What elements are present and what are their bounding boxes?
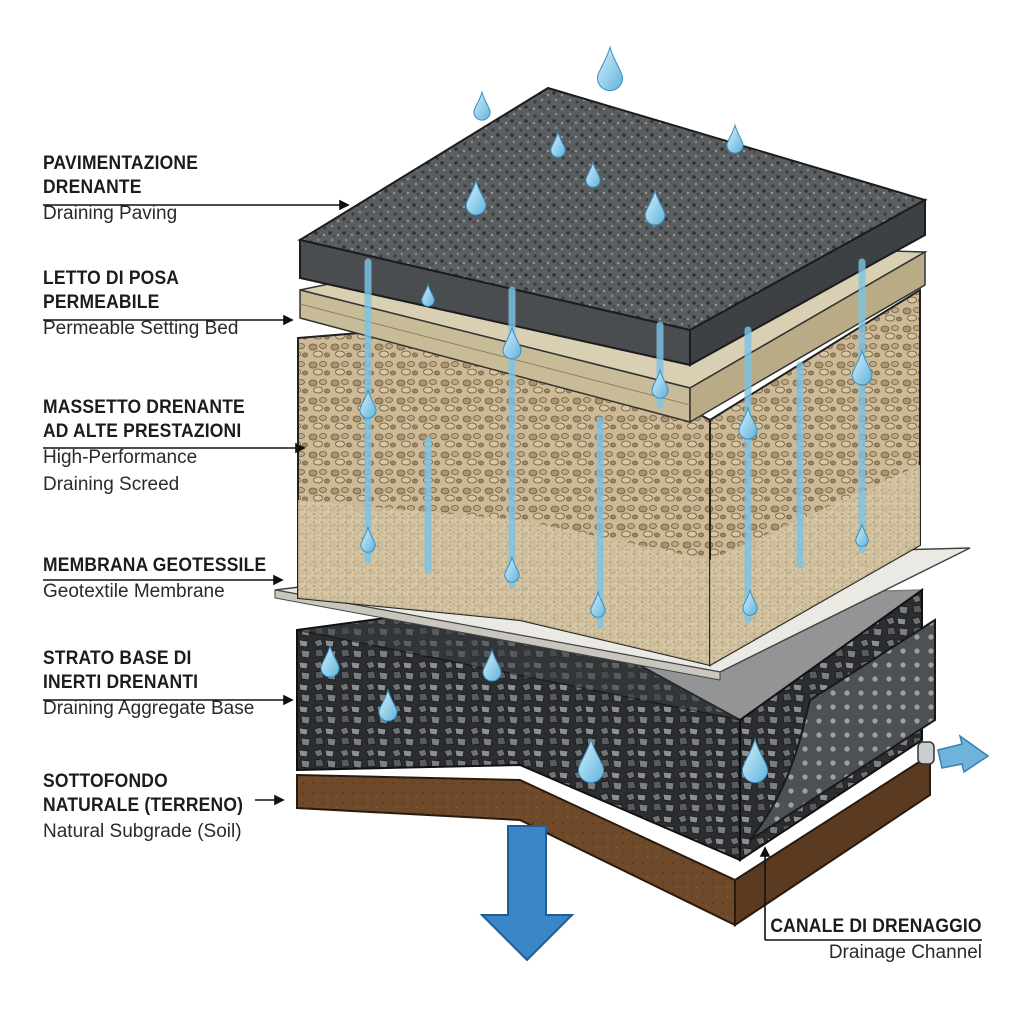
- water-drop-icon: [577, 737, 605, 784]
- water-drop-icon: [359, 388, 377, 419]
- label-subgrade: SOTTOFONDO NATURALE (TERRENO) Natural Su…: [43, 770, 261, 845]
- outlet-arrow: [937, 734, 990, 774]
- label-membrane-it-1: MEMBRANA GEOTESSILE: [43, 555, 267, 576]
- label-screed-it-1: MASSETTO DRENANTE: [43, 397, 245, 418]
- label-channel-it-1: CANALE DI DRENAGGIO: [770, 916, 982, 937]
- label-setting-bed-it-2: PERMEABILE: [43, 292, 160, 313]
- label-membrane-en-1: Geotextile Membrane: [43, 581, 225, 602]
- water-drop-icon: [465, 178, 487, 216]
- label-channel: CANALE DI DRENAGGIO Drainage Channel: [752, 915, 982, 966]
- water-drop-icon: [550, 130, 566, 158]
- drainage-channel: [749, 618, 936, 841]
- label-subgrade-it-2: NATURALE (TERRENO): [43, 795, 244, 816]
- water-drop-icon: [742, 588, 758, 616]
- water-drop-icon: [651, 368, 669, 399]
- infiltration-arrow: [479, 825, 575, 962]
- label-screed-it-2: AD ALTE PRESTAZIONI: [43, 421, 242, 442]
- water-drop-icon: [360, 525, 376, 553]
- water-drop-icon: [421, 282, 435, 307]
- water-drop-icon: [738, 406, 758, 440]
- label-paving-it-2: DRENANTE: [43, 177, 142, 198]
- water-drop-icon: [320, 644, 340, 678]
- label-screed-en-1: High-Performance: [43, 447, 198, 468]
- water-drop-icon: [378, 688, 398, 722]
- water-drop-icon: [504, 555, 520, 583]
- label-aggregate-it-2: INERTI DRENANTI: [43, 672, 199, 693]
- water-drop-icon: [502, 326, 522, 360]
- label-setting-bed: LETTO DI POSA PERMEABILE Permeable Setti…: [43, 267, 238, 342]
- label-subgrade-en-1: Natural Subgrade (Soil): [43, 821, 242, 842]
- label-aggregate-it-1: STRATO BASE DI: [43, 648, 192, 669]
- water-drop-icon: [590, 590, 606, 618]
- label-aggregate: STRATO BASE DI INERTI DRENANTI Draining …: [43, 647, 254, 722]
- water-drop-icon: [482, 648, 502, 682]
- label-channel-en-1: Drainage Channel: [828, 942, 982, 963]
- water-drop-icon: [851, 348, 873, 386]
- label-paving: PAVIMENTAZIONE DRENANTE Draining Paving: [43, 152, 212, 227]
- water-drop-icon: [585, 160, 601, 188]
- label-screed-en-2: Draining Screed: [43, 474, 180, 495]
- label-paving-en-1: Draining Paving: [43, 203, 178, 224]
- water-drop-icon: [726, 123, 744, 154]
- label-screed: MASSETTO DRENANTE AD ALTE PRESTAZIONI Hi…: [43, 396, 262, 498]
- label-membrane: MEMBRANA GEOTESSILE Geotextile Membrane: [43, 554, 286, 605]
- water-drop-icon: [644, 188, 666, 226]
- soil-layer: [296, 753, 931, 927]
- water-droplets: [320, 45, 873, 784]
- leader-lines: [43, 199, 982, 941]
- label-subgrade-it-1: SOTTOFONDO: [43, 771, 168, 792]
- paving-layer: [297, 86, 928, 367]
- water-drop-icon: [473, 90, 491, 121]
- label-setting-bed-en-1: Permeable Setting Bed: [43, 318, 239, 339]
- label-setting-bed-it-1: LETTO DI POSA: [43, 268, 180, 289]
- label-aggregate-en-1: Draining Aggregate Base: [43, 698, 255, 719]
- label-paving-it-1: PAVIMENTAZIONE: [43, 153, 199, 174]
- water-drop-icon: [596, 45, 624, 92]
- water-drop-icon: [855, 522, 869, 547]
- water-drop-icon: [741, 737, 769, 784]
